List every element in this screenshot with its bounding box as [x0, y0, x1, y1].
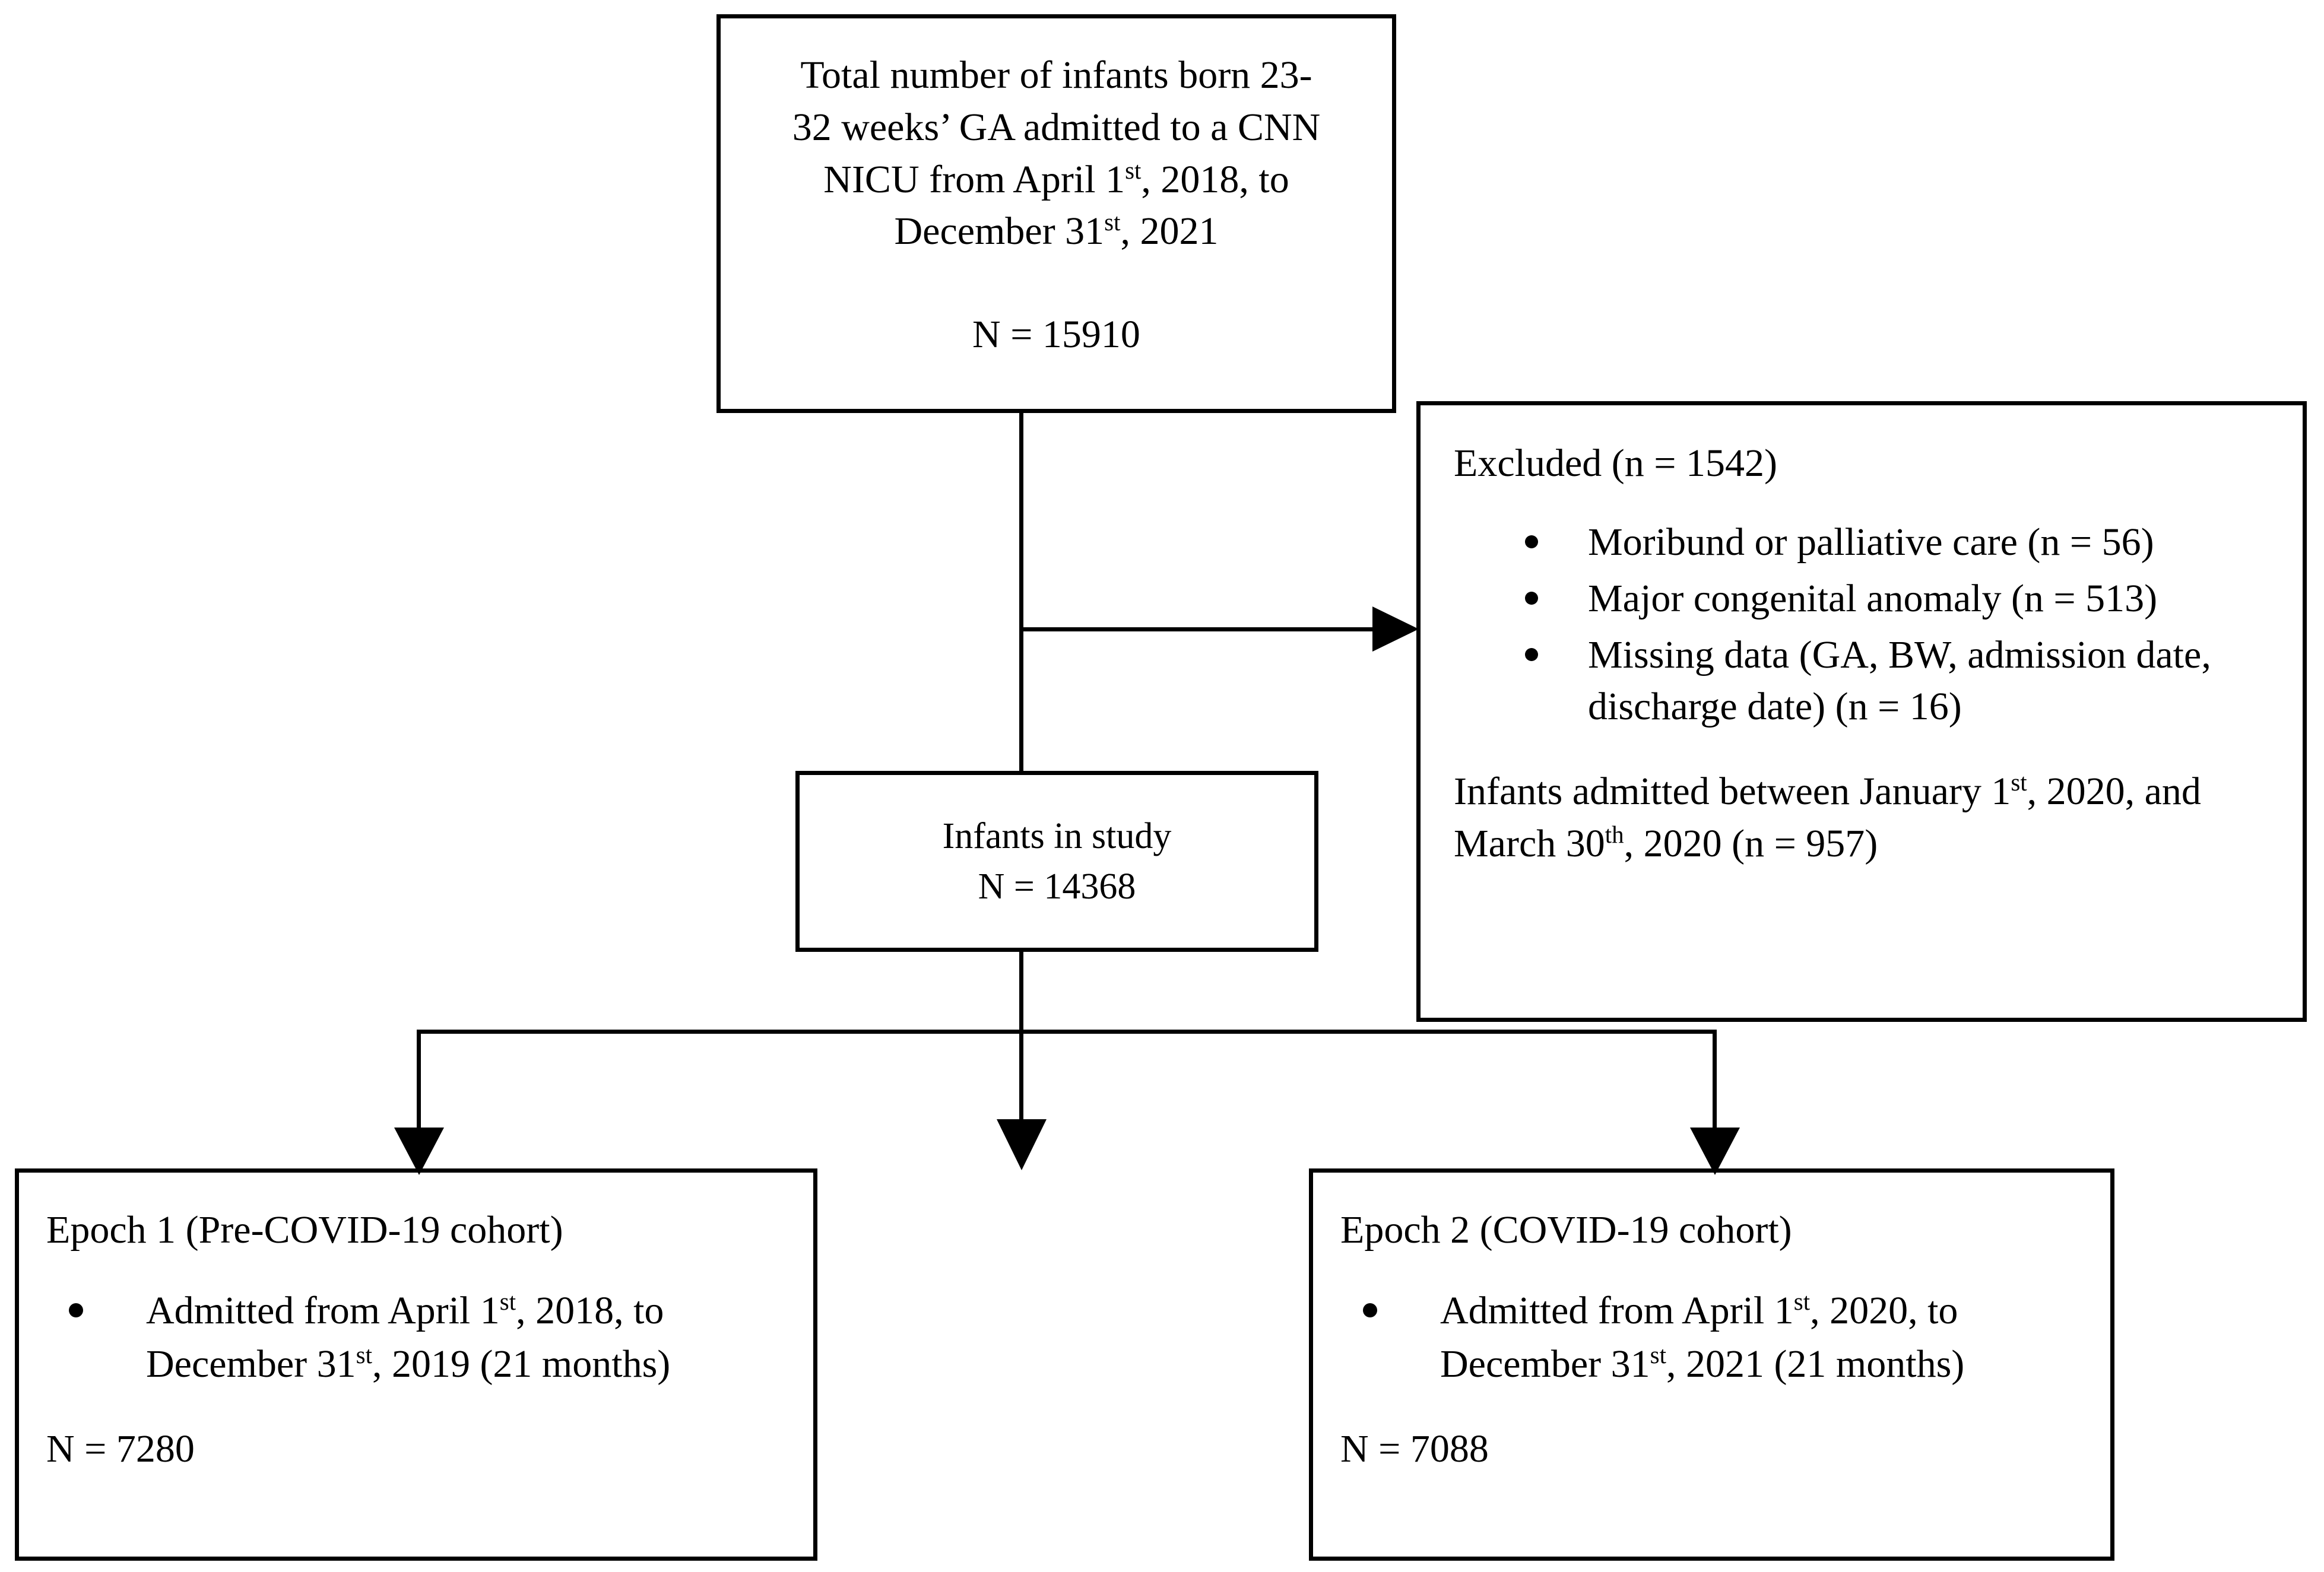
epoch1-ordinal-2: st: [356, 1341, 372, 1368]
arrow-right-icon: [1372, 606, 1419, 652]
epoch1-range-part-c: , 2019 (21 months): [372, 1342, 671, 1386]
excluded-heading: Excluded (n = 1542): [1454, 442, 1777, 485]
epoch2-detail-list: Admitted from April 1st, 2020, to Decemb…: [1340, 1284, 2092, 1391]
excluded-footnote-ordinal-1: st: [2011, 769, 2027, 796]
epoch2-box: Epoch 2 (COVID-19 cohort) Admitted from …: [1309, 1168, 2114, 1561]
excluded-reason-label: Moribund or palliative care (n = 56): [1588, 520, 2154, 564]
total-infants-line3-ordinal: st: [1125, 157, 1142, 184]
epoch1-range-part-b: , 2018, to December 31: [146, 1288, 664, 1386]
total-infants-line4-ordinal: st: [1104, 209, 1121, 236]
arrow-down-icon: [1690, 1128, 1740, 1175]
connector-study-to-split: [1019, 952, 1023, 1130]
arrow-down-icon: [997, 1119, 1047, 1170]
excluded-footnote: Infants admitted between January 1st, 20…: [1454, 766, 2282, 870]
excluded-footnote-part-a: Infants admitted between January 1: [1454, 770, 2011, 814]
excluded-reason-label: Missing data (GA, BW, admission date, di…: [1588, 633, 2211, 729]
connector-split-bar: [417, 1030, 1717, 1034]
total-infants-line4a: December 31: [894, 209, 1105, 253]
epoch1-range-part-a: Admitted from April 1: [146, 1288, 500, 1332]
total-infants-line3b: , 2018, to: [1141, 157, 1289, 201]
bullet-icon: [1363, 1303, 1377, 1317]
excluded-footnote-ordinal-2: th: [1605, 821, 1624, 848]
total-infants-line1: Total number of infants born 23-: [800, 53, 1312, 97]
total-infants-line3a: NICU from April 1: [823, 157, 1125, 201]
epoch2-heading: Epoch 2 (COVID-19 cohort): [1340, 1208, 1792, 1252]
epoch2-range-part-a: Admitted from April 1: [1440, 1288, 1794, 1332]
epoch2-range-part-b: , 2020, to December 31: [1440, 1288, 1958, 1386]
total-infants-count: N = 15910: [972, 313, 1140, 357]
excluded-box: Excluded (n = 1542) Moribund or palliati…: [1416, 401, 2307, 1022]
epoch2-range-part-c: , 2021 (21 months): [1666, 1342, 1965, 1386]
total-infants-title: Total number of infants born 23- 32 week…: [743, 49, 1369, 258]
epoch1-content: Epoch 1 (Pre-COVID-19 cohort) Admitted f…: [19, 1173, 813, 1557]
total-infants-line4b: , 2021: [1120, 209, 1219, 253]
epoch1-count: N = 7280: [46, 1427, 195, 1471]
bullet-icon: [69, 1303, 83, 1317]
epoch1-detail-list: Admitted from April 1st, 2018, to Decemb…: [46, 1284, 795, 1391]
list-item: Admitted from April 1st, 2020, to Decemb…: [1363, 1284, 2092, 1391]
bullet-icon: [1525, 535, 1538, 548]
epoch2-ordinal-2: st: [1650, 1341, 1666, 1368]
epoch2-count: N = 7088: [1340, 1427, 1489, 1471]
connector-total-to-excluded: [1019, 627, 1375, 631]
infants-in-study-label: Infants in study: [942, 816, 1172, 857]
epoch2-ordinal-1: st: [1793, 1288, 1811, 1315]
list-item: Major congenital anomaly (n = 513): [1525, 573, 2282, 624]
arrow-down-icon: [394, 1128, 444, 1175]
infants-in-study-content: Infants in study N = 14368: [800, 775, 1314, 948]
connector-split-to-epoch2: [1713, 1030, 1717, 1142]
bullet-icon: [1525, 591, 1538, 605]
infants-in-study-box: Infants in study N = 14368: [795, 771, 1318, 952]
epoch1-heading: Epoch 1 (Pre-COVID-19 cohort): [46, 1208, 563, 1252]
epoch1-box: Epoch 1 (Pre-COVID-19 cohort) Admitted f…: [15, 1168, 817, 1561]
connector-total-to-study: [1019, 413, 1023, 774]
excluded-footnote-part-c: , 2020 (n = 957): [1624, 822, 1878, 865]
bullet-icon: [1525, 648, 1538, 662]
epoch2-content: Epoch 2 (COVID-19 cohort) Admitted from …: [1313, 1173, 2110, 1557]
list-item: Missing data (GA, BW, admission date, di…: [1525, 629, 2282, 732]
epoch2-admission-range: Admitted from April 1st, 2020, to Decemb…: [1440, 1289, 1964, 1386]
list-item: Admitted from April 1st, 2018, to Decemb…: [69, 1284, 795, 1391]
excluded-footnote-part-b: , 2020, and March 30: [1454, 770, 2201, 865]
excluded-content: Excluded (n = 1542) Moribund or palliati…: [1421, 405, 2303, 1018]
excluded-reason-list: Moribund or palliative care (n = 56) Maj…: [1454, 516, 2282, 737]
list-item: Moribund or palliative care (n = 56): [1525, 516, 2282, 568]
epoch1-admission-range: Admitted from April 1st, 2018, to Decemb…: [146, 1289, 670, 1386]
total-infants-box: Total number of infants born 23- 32 week…: [716, 14, 1396, 413]
epoch1-ordinal-1: st: [499, 1288, 516, 1315]
connector-split-to-epoch1: [417, 1030, 421, 1142]
total-infants-line2: 32 weeks’ GA admitted to a CNN: [792, 105, 1321, 149]
infants-in-study-count: N = 14368: [978, 866, 1136, 907]
total-infants-content: Total number of infants born 23- 32 week…: [721, 18, 1392, 409]
excluded-reason-label: Major congenital anomaly (n = 513): [1588, 576, 2158, 620]
